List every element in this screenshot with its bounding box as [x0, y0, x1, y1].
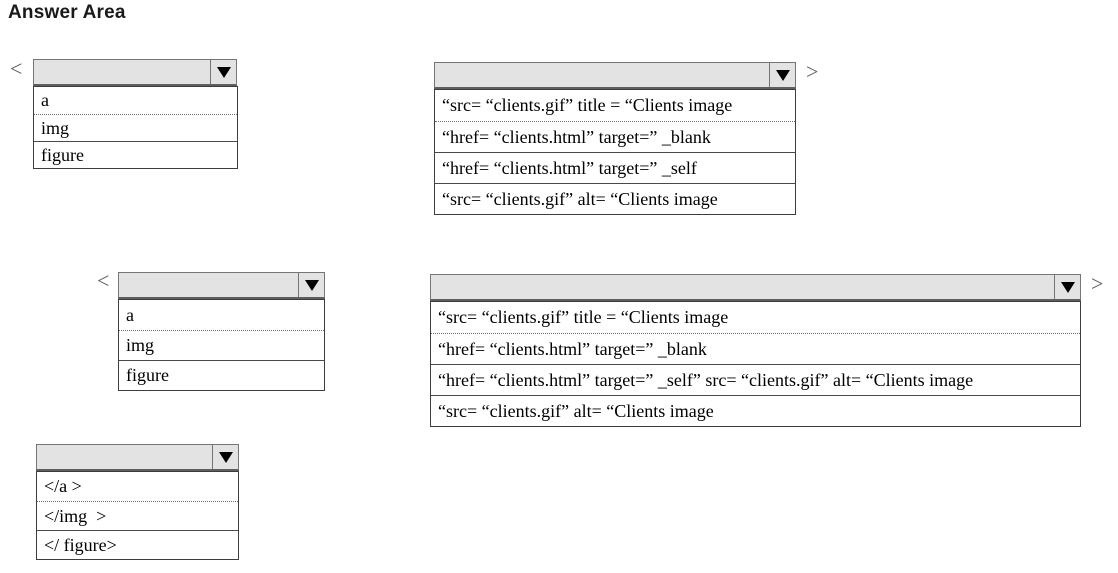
- dropdown-options-list-4: “src= “clients.gif” title = “Clients ima…: [430, 301, 1081, 427]
- dropdown-selected-value[interactable]: [435, 63, 769, 87]
- dropdown-selected-value[interactable]: [34, 60, 210, 84]
- dropdown-option[interactable]: “href= “clients.html” target=” _blank: [435, 121, 795, 152]
- dropdown-arrow-button[interactable]: [298, 273, 324, 297]
- dropdown-option[interactable]: “href= “clients.html” target=” _self: [435, 152, 795, 183]
- chevron-down-icon: [304, 279, 319, 291]
- dropdown-element-tag-2[interactable]: [118, 272, 325, 299]
- dropdown-arrow-button[interactable]: [769, 63, 795, 87]
- chevron-down-icon: [216, 66, 231, 78]
- dropdown-option[interactable]: “src= “clients.gif” title = “Clients ima…: [438, 307, 729, 327]
- dropdown-attributes-2[interactable]: [430, 274, 1081, 301]
- dropdown-option[interactable]: </img >: [37, 501, 238, 530]
- dropdown-option[interactable]: “src= “clients.gif” title = “Clients ima…: [442, 95, 733, 115]
- dropdown-option[interactable]: figure: [119, 360, 324, 390]
- dropdown-option[interactable]: a: [126, 304, 134, 325]
- dropdown-arrow-button[interactable]: [210, 60, 236, 84]
- dropdown-option[interactable]: “src= “clients.gif” alt= “Clients image: [431, 395, 1080, 426]
- dropdown-option[interactable]: “href= “clients.html” target=” _self” sr…: [431, 364, 1080, 395]
- dropdown-selected-value[interactable]: [431, 275, 1054, 299]
- dropdown-option[interactable]: </ figure>: [37, 530, 238, 559]
- dropdown-options-list-3: a img figure: [118, 299, 325, 391]
- dropdown-arrow-button[interactable]: [1054, 275, 1080, 299]
- dropdown-options-list-1: a img figure: [33, 86, 238, 169]
- dropdown-option[interactable]: a: [41, 90, 49, 110]
- dropdown-option[interactable]: “src= “clients.gif” alt= “Clients image: [435, 183, 795, 214]
- dropdown-closing-tag[interactable]: [36, 444, 239, 471]
- dropdown-option[interactable]: figure: [34, 141, 237, 168]
- chevron-down-icon: [775, 69, 790, 81]
- dropdown-option[interactable]: “href= “clients.html” target=” _blank: [431, 333, 1080, 364]
- dropdown-arrow-button[interactable]: [212, 445, 238, 469]
- page-title: Answer Area: [8, 2, 126, 23]
- dropdown-options-list-2: “src= “clients.gif” title = “Clients ima…: [434, 89, 796, 215]
- dropdown-options-list-5: </a > </img > </ figure>: [36, 471, 239, 560]
- close-angle-bracket-1: >: [806, 59, 819, 84]
- dropdown-option[interactable]: img: [34, 114, 237, 141]
- dropdown-option[interactable]: img: [119, 330, 324, 360]
- dropdown-attributes-1[interactable]: [434, 62, 796, 89]
- dropdown-selected-value[interactable]: [119, 273, 298, 297]
- dropdown-element-tag-1[interactable]: [33, 59, 237, 86]
- chevron-down-icon: [1060, 281, 1075, 293]
- dropdown-selected-value[interactable]: [37, 445, 212, 469]
- open-angle-bracket-2: <: [97, 268, 110, 293]
- dropdown-option[interactable]: </a >: [44, 476, 82, 496]
- open-angle-bracket-1: <: [10, 56, 23, 81]
- chevron-down-icon: [218, 451, 233, 463]
- close-angle-bracket-2: >: [1091, 271, 1104, 296]
